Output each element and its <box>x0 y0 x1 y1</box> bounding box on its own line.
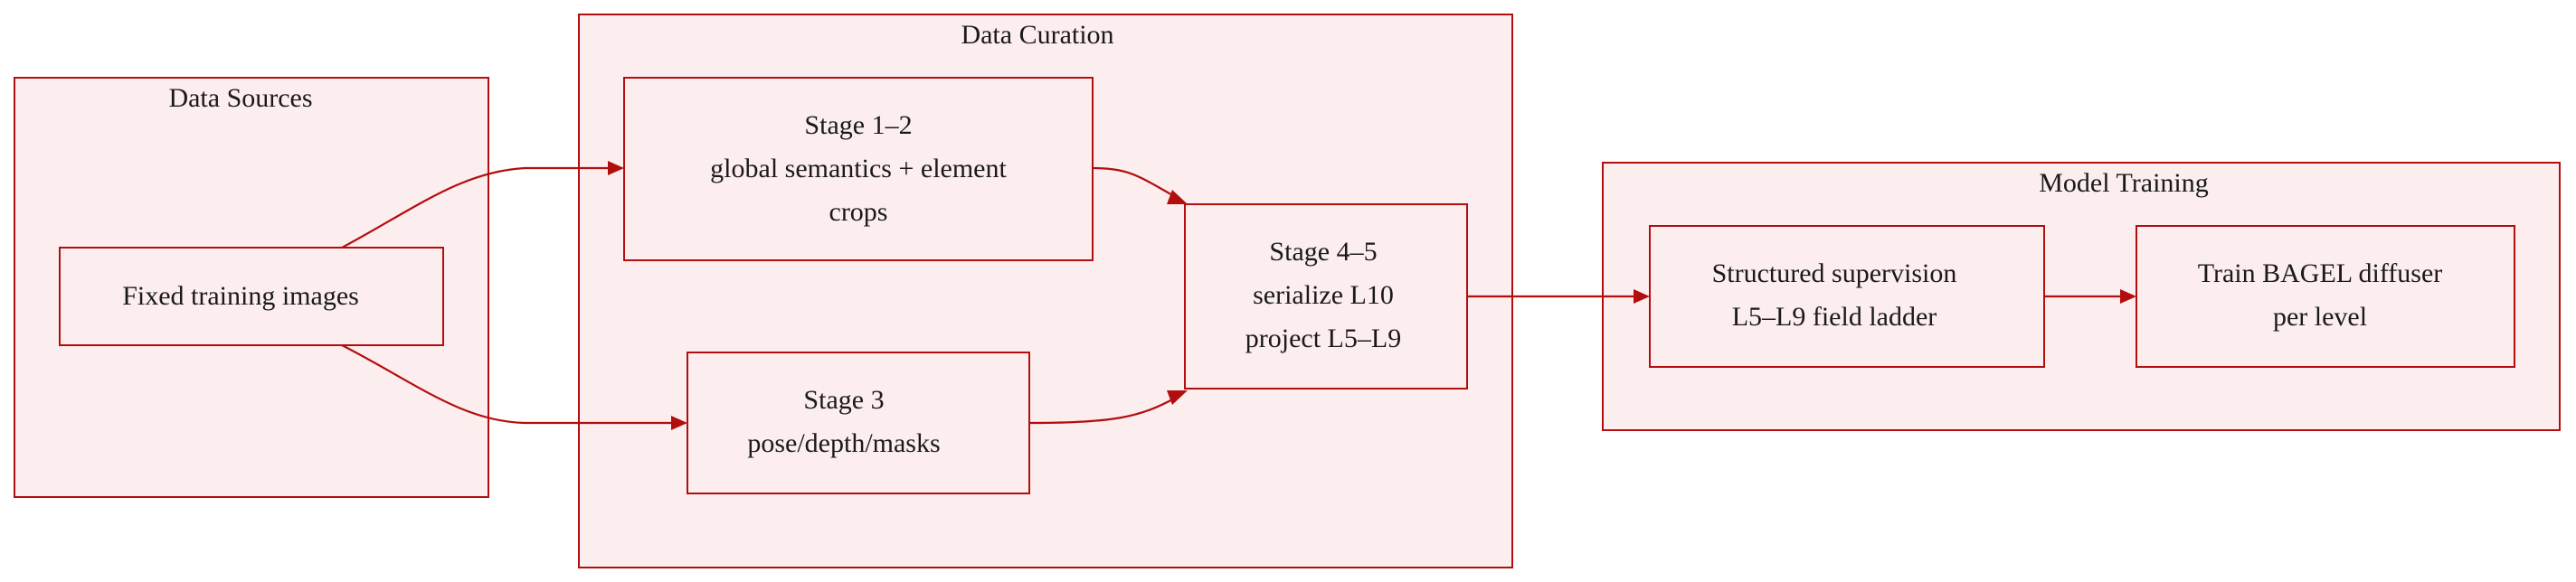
node-stage-3-line-2: pose/depth/masks <box>747 428 940 458</box>
node-fixed-training-images: Fixed training images <box>59 247 444 346</box>
group-data-sources-title: Data Sources <box>168 83 312 113</box>
node-stage-3-line-1: Stage 3 <box>803 385 884 415</box>
node-train-bagel-diffuser-box <box>2136 225 2515 368</box>
node-stage-4-5: Stage 4–5 serialize L10 project L5–L9 <box>1184 203 1468 390</box>
node-train-bagel-diffuser-line-1: Train BAGEL diffuser <box>2198 258 2443 288</box>
node-structured-supervision: Structured supervision L5–L9 field ladde… <box>1649 225 2045 368</box>
node-fixed-training-images-line-1: Fixed training images <box>122 281 359 311</box>
node-stage-1-2-box <box>623 77 1094 261</box>
node-stage-1-2-line-2: global semantics + element <box>710 154 1007 183</box>
edges <box>341 161 2136 430</box>
edge-fixed-to-stage3 <box>341 344 675 425</box>
edge-stage12-to-stage45 <box>1092 166 1177 198</box>
arrowhead-train <box>2120 289 2136 304</box>
node-structured-supervision-line-1: Structured supervision <box>1712 258 1957 288</box>
group-data-curation-title: Data Curation <box>961 20 1113 50</box>
group-model-training-title: Model Training <box>2039 168 2209 198</box>
node-stage-4-5-line-1: Stage 4–5 <box>1269 237 1377 267</box>
node-train-bagel-diffuser-line-2: per level <box>2273 302 2367 332</box>
node-stage-4-5-box <box>1184 203 1468 390</box>
arrowhead-supervision <box>1634 289 1650 304</box>
edge-fixed-to-stage12 <box>341 166 611 249</box>
node-stage-4-5-line-3: project L5–L9 <box>1245 324 1401 353</box>
node-structured-supervision-line-2: L5–L9 field ladder <box>1732 302 1937 332</box>
node-stage-1-2-line-1: Stage 1–2 <box>804 110 912 140</box>
node-stage-3: Stage 3 pose/depth/masks <box>687 352 1030 494</box>
arrowhead-stage45-bottom <box>1167 390 1188 405</box>
node-stage-3-box <box>687 352 1030 494</box>
arrowhead-stage12 <box>608 161 624 175</box>
node-stage-1-2: Stage 1–2 global semantics + element cro… <box>623 77 1094 261</box>
node-train-bagel-diffuser: Train BAGEL diffuser per level <box>2136 225 2515 368</box>
node-stage-1-2-line-3: crops <box>829 197 888 227</box>
node-fixed-training-images-box <box>59 247 444 346</box>
arrowhead-stage45-top <box>1167 190 1188 204</box>
arrowhead-stage3 <box>671 416 687 430</box>
edge-stage3-to-stage45 <box>1028 397 1177 425</box>
node-stage-4-5-line-2: serialize L10 <box>1253 280 1394 310</box>
node-structured-supervision-box <box>1649 225 2045 368</box>
